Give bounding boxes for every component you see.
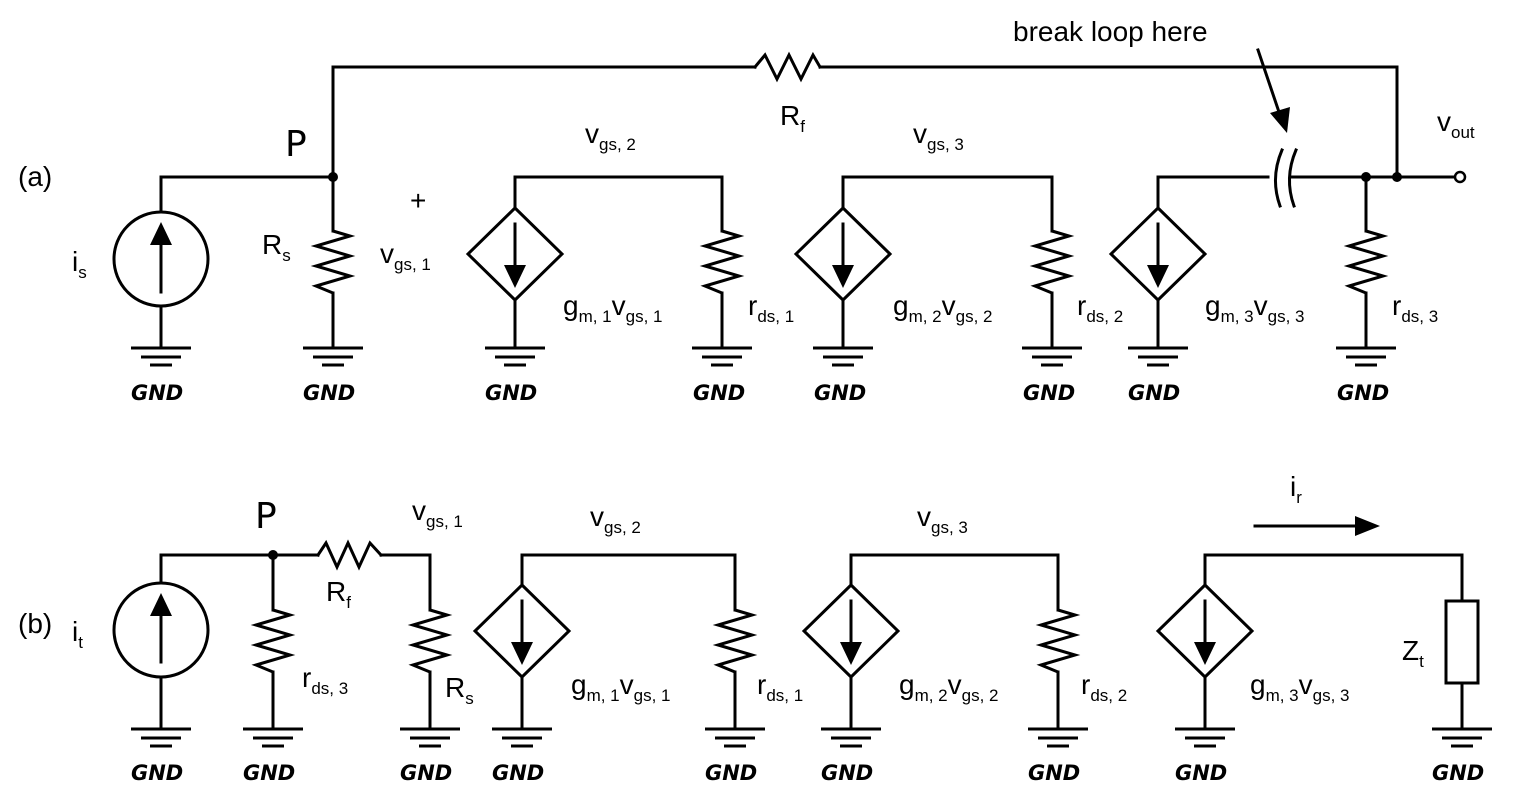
plus-sign: +	[410, 185, 426, 216]
break-loop-note: break loop here	[1013, 16, 1208, 47]
label-rds2-b: rds, 2	[1081, 669, 1127, 705]
gnd-label: GND	[814, 381, 866, 405]
part-a-wires	[159, 51, 1457, 348]
label-gm3-a: gm, 3vgs, 3	[1205, 290, 1305, 326]
part-b-wires	[159, 539, 1464, 729]
label-it: it	[72, 616, 83, 652]
label-gm1-a: gm, 1vgs, 1	[563, 290, 663, 326]
label-vgs3-b: vgs, 3	[917, 501, 968, 537]
gnd-label: GND	[303, 381, 355, 405]
part-a-label: (a)	[18, 161, 52, 192]
node-p-b	[268, 550, 278, 560]
resistor-rds3-b	[250, 608, 296, 674]
gnd-label: GND	[1023, 381, 1075, 405]
resistor-rds2-b	[1035, 608, 1081, 674]
node-p-a	[328, 172, 338, 182]
label-rds1-b: rds, 1	[757, 669, 803, 705]
dependent-source-gm2-a	[793, 205, 893, 303]
label-ir: ir	[1290, 471, 1302, 507]
gnd-label: GND	[1028, 761, 1080, 785]
gnd-labels: GND GND GND GND GND GND GND GND GND GND …	[131, 381, 1484, 785]
break-mark	[1274, 148, 1298, 208]
label-vout: vout	[1437, 106, 1475, 142]
resistor-rds1-a	[699, 229, 745, 295]
dependent-source-gm1-b	[472, 582, 572, 680]
impedance-Zt	[1444, 599, 1480, 685]
label-rds3-a: rds, 3	[1392, 290, 1438, 326]
node-p-label-a: P	[285, 124, 307, 165]
current-arrow-ir	[1253, 516, 1380, 536]
dependent-source-gm1-a	[465, 205, 565, 303]
break-arrow	[1256, 48, 1290, 133]
label-gm2-b: gm, 2vgs, 2	[899, 669, 999, 705]
label-gm3-b: gm, 3vgs, 3	[1250, 669, 1350, 705]
label-Rs-b: Rs	[445, 672, 474, 708]
label-rds2-a: rds, 2	[1077, 290, 1123, 326]
label-vgs3-a: vgs, 3	[913, 118, 964, 154]
label-rds3-b: rds, 3	[302, 662, 348, 698]
output-terminal	[1453, 170, 1467, 184]
dependent-source-gm3-a	[1108, 205, 1208, 303]
node-p-label-b: P	[255, 496, 277, 537]
label-Rf-a: Rf	[780, 100, 805, 136]
gnd-label: GND	[243, 761, 295, 785]
gnd-label: GND	[1337, 381, 1389, 405]
ground-symbols-b	[131, 727, 1492, 748]
dependent-source-gm2-b	[801, 582, 901, 680]
current-source-is	[112, 210, 210, 308]
gnd-label: GND	[131, 381, 183, 405]
label-Zt: Zt	[1402, 635, 1424, 671]
label-is: is	[72, 246, 87, 282]
label-vgs2-a: vgs, 2	[585, 118, 636, 154]
resistor-Rs-b	[407, 608, 453, 674]
label-Rs-a: Rs	[262, 229, 291, 265]
label-gm2-a: gm, 2vgs, 2	[893, 290, 993, 326]
gnd-label: GND	[1432, 761, 1484, 785]
gnd-label: GND	[485, 381, 537, 405]
gnd-label: GND	[705, 761, 757, 785]
current-source-it	[112, 581, 210, 679]
resistor-rds1-b	[712, 608, 758, 674]
label-vgs1-b: vgs, 1	[412, 495, 463, 531]
resistor-rds2-a	[1029, 229, 1075, 295]
label-vgs1-a: vgs, 1	[380, 238, 431, 274]
gnd-label: GND	[1175, 761, 1227, 785]
label-rds1-a: rds, 1	[748, 290, 794, 326]
ground-symbols-a	[131, 346, 1396, 367]
node-rds3-a	[1361, 172, 1371, 182]
gnd-label: GND	[131, 761, 183, 785]
label-gm1-b: gm, 1vgs, 1	[571, 669, 671, 705]
gnd-label: GND	[492, 761, 544, 785]
node-rf-a	[1392, 172, 1402, 182]
label-Rf-b: Rf	[326, 576, 351, 612]
gnd-label: GND	[821, 761, 873, 785]
part-b-label: (b)	[18, 608, 52, 639]
gnd-label: GND	[1128, 381, 1180, 405]
dependent-source-gm3-b	[1155, 582, 1255, 680]
gnd-label: GND	[693, 381, 745, 405]
resistor-Rs-a	[310, 229, 356, 295]
gnd-label: GND	[400, 761, 452, 785]
label-vgs2-b: vgs, 2	[590, 501, 641, 537]
resistor-rds3-a	[1343, 229, 1389, 295]
